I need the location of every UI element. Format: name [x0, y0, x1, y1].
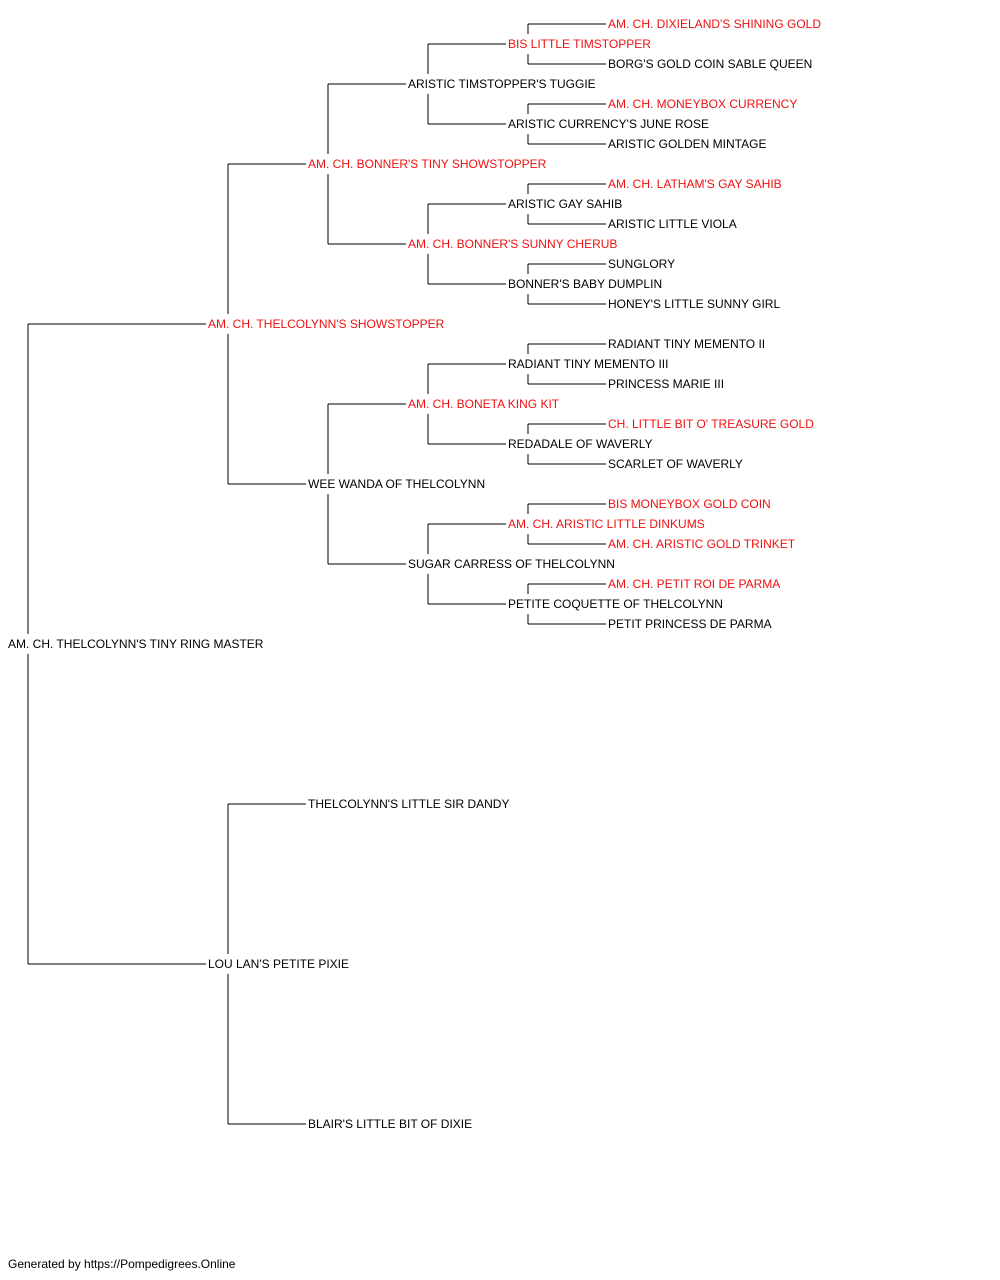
dog-name-sdsss: RADIANT TINY MEMENTO II — [608, 337, 765, 351]
dog-name-sdsd: REDADALE OF WAVERLY — [508, 437, 652, 451]
dog-name-ss: AM. CH. BONNER'S TINY SHOWSTOPPER — [308, 157, 547, 171]
pedigree-labels: AM. CH. THELCOLYNN'S TINY RING MASTER AM.… — [8, 17, 821, 1131]
dog-name-sdsdd: SCARLET OF WAVERLY — [608, 457, 743, 471]
pedigree-tree: AM. CH. THELCOLYNN'S TINY RING MASTER AM.… — [8, 17, 821, 1131]
dog-name-sdddd: PETIT PRINCESS DE PARMA — [608, 617, 772, 631]
dog-name-sdss: RADIANT TINY MEMENTO III — [508, 357, 668, 371]
generated-by-footer: Generated by https://Pompedigrees.Online — [8, 1257, 236, 1271]
dog-name-sd: WEE WANDA OF THELCOLYNN — [308, 477, 485, 491]
dog-name-ssdsd: ARISTIC LITTLE VIOLA — [608, 217, 737, 231]
dog-name-ssdd: BONNER'S BABY DUMPLIN — [508, 277, 662, 291]
dog-name-ssssd: BORG'S GOLD COIN SABLE QUEEN — [608, 57, 812, 71]
dog-name-ssddd: HONEY'S LITTLE SUNNY GIRL — [608, 297, 780, 311]
pedigree-links — [27, 23, 606, 1125]
dog-name-ssds: ARISTIC GAY SAHIB — [508, 197, 622, 211]
dog-name-sire: AM. CH. THELCOLYNN'S SHOWSTOPPER — [208, 317, 445, 331]
dog-name-ssdds: SUNGLORY — [608, 257, 675, 271]
dog-name-sddss: BIS MONEYBOX GOLD COIN — [608, 497, 771, 511]
dog-name-sss: ARISTIC TIMSTOPPER'S TUGGIE — [408, 77, 596, 91]
dog-name-sdd: SUGAR CARRESS OF THELCOLYNN — [408, 557, 615, 571]
dog-name-ssdss: AM. CH. LATHAM'S GAY SAHIB — [608, 177, 782, 191]
dog-name-sddds: AM. CH. PETIT ROI DE PARMA — [608, 577, 780, 591]
dog-name-dam: LOU LAN'S PETITE PIXIE — [208, 957, 349, 971]
dog-name-sds: AM. CH. BONETA KING KIT — [408, 397, 560, 411]
dog-name-sdds: AM. CH. ARISTIC LITTLE DINKUMS — [508, 517, 705, 531]
dog-name-sdsds: CH. LITTLE BIT O' TREASURE GOLD — [608, 417, 814, 431]
dog-name-ds: THELCOLYNN'S LITTLE SIR DANDY — [308, 797, 509, 811]
dog-name-sddd: PETITE COQUETTE OF THELCOLYNN — [508, 597, 723, 611]
dog-name-ssss: BIS LITTLE TIMSTOPPER — [508, 37, 651, 51]
dog-name-sssds: AM. CH. MONEYBOX CURRENCY — [608, 97, 797, 111]
dog-name-sssd: ARISTIC CURRENCY'S JUNE ROSE — [508, 117, 709, 131]
dog-name-sssss: AM. CH. DIXIELAND'S SHINING GOLD — [608, 17, 821, 31]
dog-name-ssd: AM. CH. BONNER'S SUNNY CHERUB — [408, 237, 617, 251]
dog-name-dog: AM. CH. THELCOLYNN'S TINY RING MASTER — [8, 637, 264, 651]
dog-name-dd: BLAIR'S LITTLE BIT OF DIXIE — [308, 1117, 472, 1131]
dog-name-sddsd: AM. CH. ARISTIC GOLD TRINKET — [608, 537, 796, 551]
dog-name-sdssd: PRINCESS MARIE III — [608, 377, 724, 391]
dog-name-sssdd: ARISTIC GOLDEN MINTAGE — [608, 137, 766, 151]
